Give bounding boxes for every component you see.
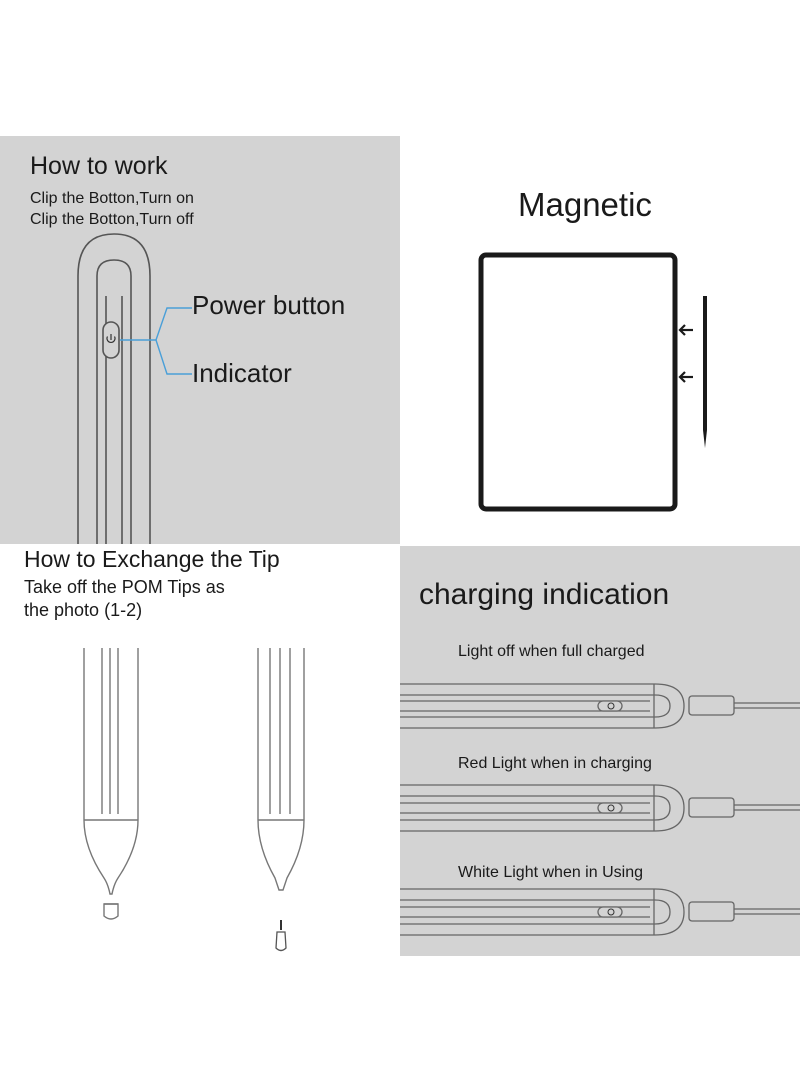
- stylus-side-icon: [703, 296, 707, 448]
- power-icon: [607, 804, 615, 812]
- how-to-work-title: How to work: [30, 152, 168, 180]
- charging-illustration: [400, 683, 800, 936]
- charging-stylus-full: [400, 683, 800, 729]
- stylus-inner-groove: [96, 259, 132, 544]
- exchange-tip-line2: the photo (1-2): [24, 600, 143, 620]
- charging-state-label: Light off when full charged: [458, 643, 645, 660]
- stylus-body-outline: [77, 233, 151, 544]
- exchange-tip-panel: How to Exchange the Tip Take off the POM…: [0, 544, 400, 964]
- stylus-top-illustration: [77, 233, 192, 544]
- magnetic-illustration: [478, 252, 707, 512]
- turn-off-instruction: Clip the Botton,Turn off: [30, 211, 194, 228]
- charging-panel: charging indication Light off when full …: [400, 546, 800, 956]
- power-icon: [106, 334, 116, 344]
- how-to-work-panel: How to work Clip the Botton,Turn on Clip…: [0, 136, 400, 544]
- charging-state-label: White Light when in Using: [458, 864, 643, 881]
- tip-exchange-illustration: [83, 648, 305, 952]
- charging-state-label: Red Light when in charging: [458, 755, 652, 772]
- charging-stylus-using: [400, 888, 800, 936]
- arrow-icon: [678, 371, 693, 383]
- tablet-outline: [478, 252, 678, 512]
- magnetic-title: Magnetic: [518, 186, 652, 223]
- charging-stylus-charging: [400, 784, 800, 832]
- power-icon: [607, 908, 615, 916]
- exchange-tip-line1: Take off the POM Tips as: [24, 577, 225, 597]
- pom-tip-icon: [275, 920, 287, 952]
- turn-on-instruction: Clip the Botton,Turn on: [30, 190, 194, 207]
- charging-title: charging indication: [419, 578, 670, 611]
- charging-stylus-using-body: [400, 888, 685, 936]
- magnetic-panel: Magnetic: [400, 136, 800, 544]
- stylus-tip-removed: [257, 648, 305, 891]
- callout-lines: [120, 307, 192, 375]
- power-icon: [607, 702, 615, 710]
- arrow-icon: [678, 324, 693, 336]
- stylus-with-tip: [83, 648, 139, 920]
- indicator-label: Indicator: [192, 358, 292, 388]
- exchange-tip-title: How to Exchange the Tip: [24, 546, 280, 572]
- power-button-label: Power button: [192, 290, 346, 320]
